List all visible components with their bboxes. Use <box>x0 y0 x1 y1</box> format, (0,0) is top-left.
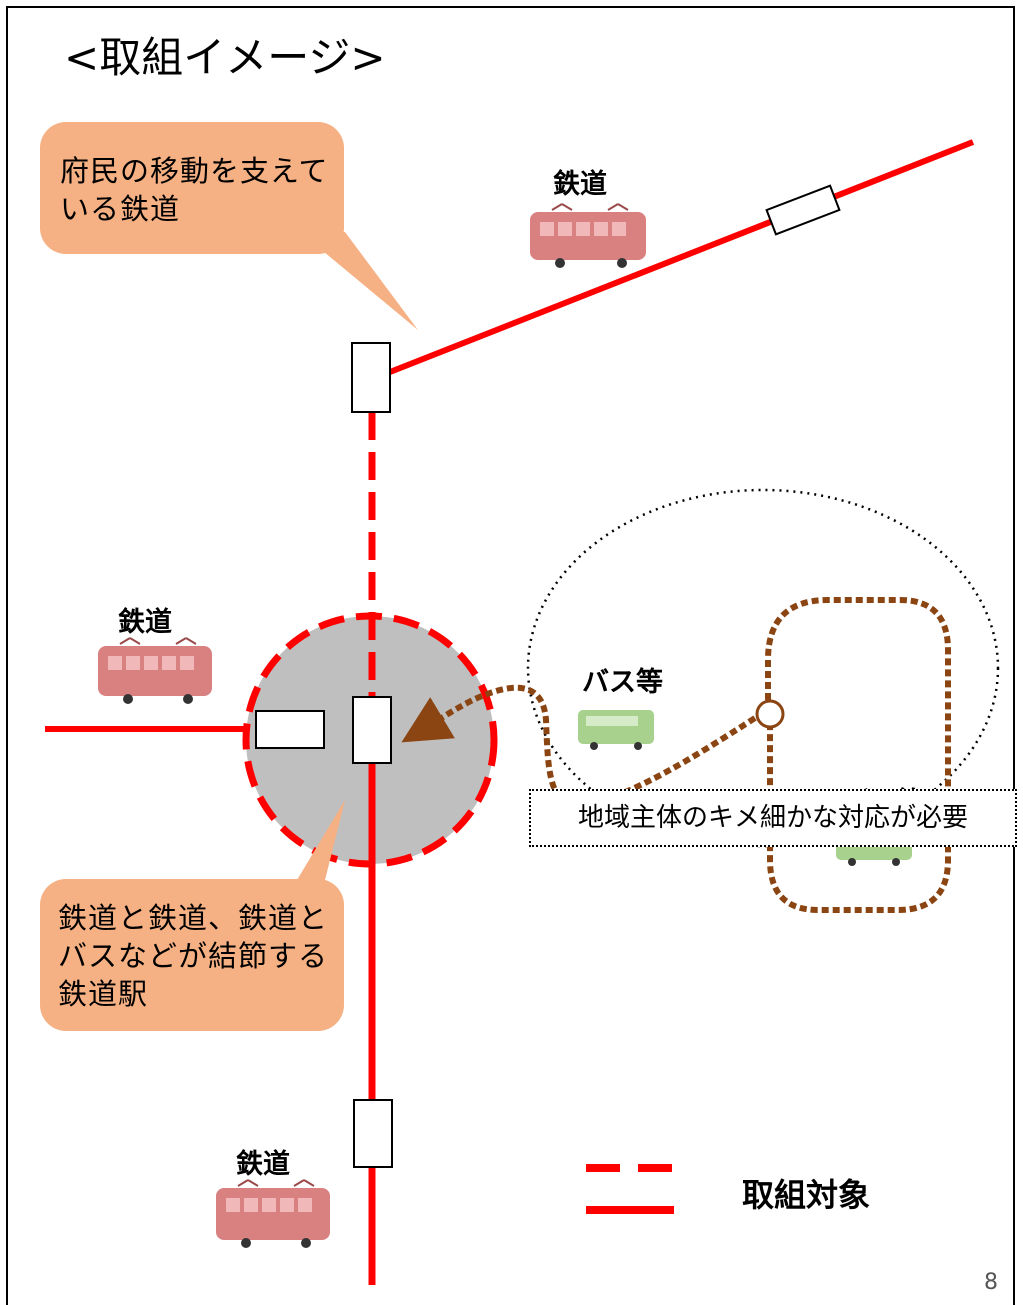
callout-top: 府民の移動を支えている鉄道 <box>40 122 344 254</box>
bus-icon <box>578 710 654 750</box>
station-box <box>255 710 325 749</box>
callout-top-text: 府民の移動を支えている鉄道 <box>60 154 329 226</box>
train-icon <box>98 637 212 704</box>
station-box <box>352 696 392 764</box>
bus-route-loop <box>765 597 951 913</box>
station-box <box>351 342 391 413</box>
station-box <box>765 184 841 236</box>
slide-title: <取組イメージ> <box>64 33 386 82</box>
local-service-area <box>526 488 1000 848</box>
station-box <box>353 1099 393 1168</box>
train-icon <box>216 1179 330 1248</box>
callout-top-tail <box>300 232 418 330</box>
callout-bottom: 鉄道と鉄道、鉄道とバスなどが結節する鉄道駅 <box>40 879 344 1031</box>
legend-label: 取組対象 <box>742 1176 871 1214</box>
rail-label: 鉄道 <box>236 1149 290 1180</box>
rail-line-diagonal <box>388 139 975 375</box>
local-response-note: 地域主体のキメ細かな対応が必要 <box>529 789 1017 847</box>
bus-label: バス等 <box>582 667 663 698</box>
slide-frame <box>6 6 1015 1305</box>
rail-label: 鉄道 <box>553 169 607 200</box>
callout-bottom-text: 鉄道と鉄道、鉄道とバスなどが結節する鉄道駅 <box>58 901 329 1011</box>
rail-label: 鉄道 <box>118 607 172 638</box>
bus-route-to-hub <box>401 684 757 810</box>
bus-stop-node <box>755 699 785 729</box>
callout-bottom-tail <box>285 800 345 900</box>
train-icon <box>530 203 646 268</box>
page-number: 8 <box>984 1270 998 1295</box>
